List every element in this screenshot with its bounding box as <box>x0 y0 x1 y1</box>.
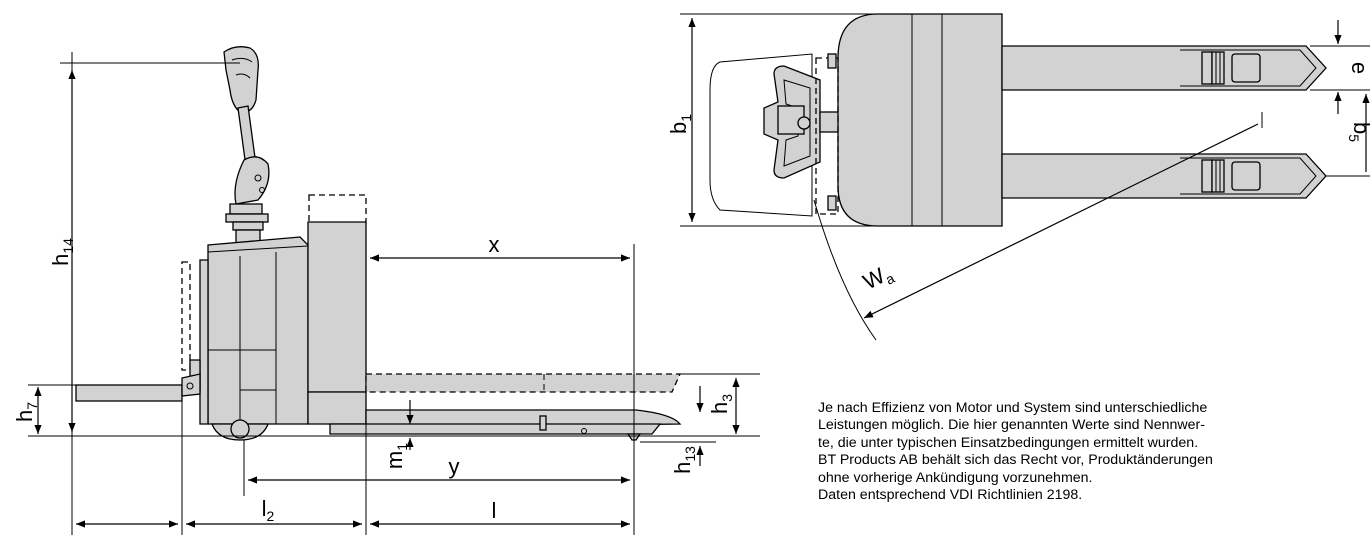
label-y: y <box>449 454 460 479</box>
note-line: Daten entsprechend VDI Richtlinien 2198. <box>818 487 1083 504</box>
top-reference-lines <box>680 13 1370 227</box>
truck-body <box>199 221 367 441</box>
label-h14: h14 <box>48 238 76 266</box>
note-line: BT Products AB behält sich das Recht vor… <box>818 452 1213 469</box>
label-e-rot: e <box>1347 62 1370 74</box>
label-wa: Wa <box>859 259 897 297</box>
forks-top <box>1001 45 1327 199</box>
disclaimer-note: Je nach Effizienz von Motor und System s… <box>818 400 1363 504</box>
label-x: x <box>489 232 500 257</box>
label-l2: l2 <box>262 496 275 524</box>
label-b1: b1 <box>666 114 694 134</box>
note-line: Je nach Effizienz von Motor und System s… <box>818 400 1208 416</box>
label-h3: h3 <box>707 394 735 414</box>
turning-radius <box>813 112 1263 341</box>
note-line: ohne vorherige Ankündigung vorzunehmen. <box>818 469 1093 486</box>
body-top <box>815 13 1003 227</box>
platform <box>75 373 201 402</box>
side-view: h14 h7 x y l2 l h3 h13 m1 <box>12 46 760 535</box>
raised-outline <box>308 194 367 227</box>
label-b5: b5 <box>1346 122 1370 142</box>
gate-dashed <box>181 261 191 371</box>
top-view: b1 e e b5 Wa <box>666 13 1370 341</box>
top-dimension-arrows <box>688 18 1370 222</box>
note-line: Leistungen möglich. Die hier genannten W… <box>818 417 1205 434</box>
fork-lowered <box>329 409 682 441</box>
fork-raised <box>365 373 682 393</box>
label-h7: h7 <box>12 402 40 422</box>
dimension-arrows <box>34 70 740 528</box>
tiller-handle <box>223 46 270 245</box>
label-l: l <box>492 498 497 523</box>
label-m1: m1 <box>382 443 410 469</box>
note-line: te, die unter typischen Einsatzbedingung… <box>818 434 1199 451</box>
platform-outline <box>709 53 813 217</box>
label-h13: h13 <box>670 446 698 474</box>
